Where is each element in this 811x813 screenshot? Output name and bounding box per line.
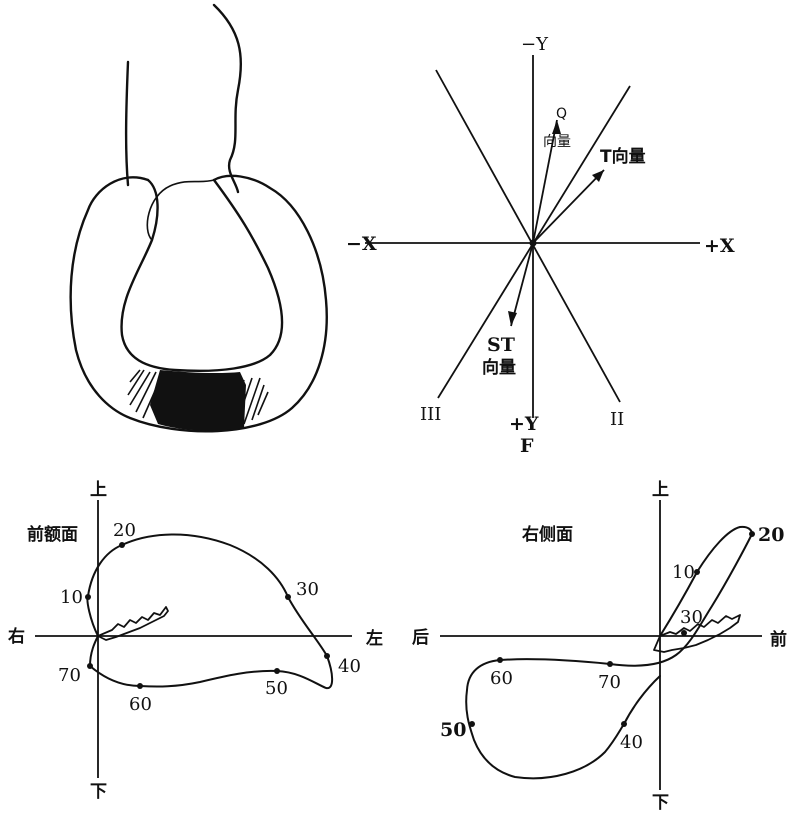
sagittal-point-10 bbox=[694, 569, 700, 575]
frontal-title: 前额面 bbox=[27, 524, 78, 545]
frontal-point-70 bbox=[87, 663, 93, 669]
septum-top bbox=[146, 179, 215, 241]
sagittal-label-10: 10 bbox=[672, 562, 695, 583]
frontal-left-label: 左 bbox=[366, 628, 383, 649]
vessel-left-outline bbox=[124, 60, 130, 187]
neg-y-label: −Y bbox=[521, 34, 549, 55]
frontal-down-label: 下 bbox=[90, 782, 107, 802]
sagittal-label-30: 30 bbox=[680, 607, 703, 628]
f-label: F bbox=[520, 435, 534, 457]
sagittal-point-20 bbox=[749, 531, 755, 537]
sagittal-label-20: 20 bbox=[758, 524, 784, 546]
q-vector-arrowhead bbox=[552, 120, 561, 134]
sagittal-down-label: 下 bbox=[652, 793, 669, 813]
st-vector-label-line2: 向量 bbox=[482, 357, 516, 378]
vessel-right-outline bbox=[212, 3, 243, 194]
frontal-point-50 bbox=[274, 668, 280, 674]
frontal-label-20: 20 bbox=[113, 520, 136, 541]
sagittal-label-40: 40 bbox=[620, 732, 643, 753]
frontal-label-10: 10 bbox=[60, 587, 83, 608]
sagittal-label-50: 50 bbox=[440, 719, 466, 741]
lead-ii-label: II bbox=[610, 409, 624, 430]
sagittal-point-60 bbox=[497, 657, 503, 663]
q-vector-label-line1: Q bbox=[556, 106, 567, 122]
t-vector-arrowhead bbox=[592, 170, 604, 182]
sagittal-point-40 bbox=[621, 721, 627, 727]
sagittal-up-label: 上 bbox=[652, 480, 669, 500]
sagittal-st-t-loop bbox=[653, 614, 741, 653]
cavity-outline bbox=[120, 178, 284, 373]
frontal-label-30: 30 bbox=[296, 579, 319, 600]
frontal-right-label: 右 bbox=[8, 626, 25, 647]
pos-y-label: +Y bbox=[509, 413, 539, 435]
sagittal-point-70 bbox=[607, 661, 613, 667]
sagittal-point-30 bbox=[681, 630, 687, 636]
frontal-label-40: 40 bbox=[338, 656, 361, 677]
sagittal-back-label: 后 bbox=[412, 628, 429, 648]
st-vector-arrow bbox=[510, 242, 534, 327]
heart-sketch bbox=[69, 3, 328, 433]
sagittal-label-60: 60 bbox=[490, 668, 513, 689]
vector-origin bbox=[529, 239, 537, 247]
t-vector-label: T向量 bbox=[600, 146, 646, 167]
frontal-label-50: 50 bbox=[265, 678, 288, 699]
frontal-label-70: 70 bbox=[58, 665, 81, 686]
t-vector-arrow bbox=[532, 169, 605, 244]
sagittal-qrs-loop bbox=[465, 525, 753, 780]
frontal-qrs-loop bbox=[86, 533, 334, 690]
st-vector-label-line1: ST bbox=[487, 334, 515, 356]
vector-diagram: −Y +Y F −X +X II III Q 向量 T向量 ST 向量 bbox=[346, 34, 735, 457]
frontal-point-10 bbox=[85, 594, 91, 600]
lead-iii-label: III bbox=[420, 404, 441, 425]
q-vector-label-line2: 向量 bbox=[543, 134, 571, 150]
lead-ii-axis bbox=[435, 69, 621, 403]
st-vector-arrowhead bbox=[508, 311, 517, 326]
frontal-st-t-loop bbox=[97, 606, 169, 641]
frontal-point-20 bbox=[119, 542, 125, 548]
frontal-up-label: 上 bbox=[90, 480, 107, 500]
sagittal-front-label: 前 bbox=[770, 629, 787, 650]
frontal-point-30 bbox=[285, 594, 291, 600]
sagittal-title: 右侧面 bbox=[522, 524, 573, 545]
neg-x-label: −X bbox=[346, 233, 377, 255]
sagittal-point-50 bbox=[469, 721, 475, 727]
heart-outer-outline bbox=[69, 174, 328, 433]
pos-x-label: +X bbox=[704, 235, 735, 257]
frontal-label-60: 60 bbox=[129, 694, 152, 715]
infarct-zone bbox=[150, 370, 246, 431]
frontal-point-40 bbox=[324, 653, 330, 659]
q-vector-arrow bbox=[532, 119, 558, 244]
frontal-point-60 bbox=[137, 683, 143, 689]
frontal-plane-loop-panel: 10 20 30 40 50 60 70 前额面 上 下 右 左 bbox=[8, 480, 383, 802]
sagittal-plane-loop-panel: 10 20 30 40 50 60 70 右侧面 上 下 后 前 bbox=[412, 480, 787, 813]
sagittal-label-70: 70 bbox=[598, 672, 621, 693]
